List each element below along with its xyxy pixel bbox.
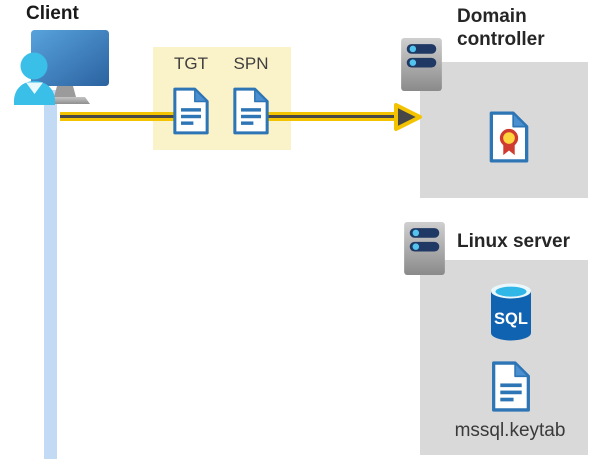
sql-icon-text: SQL: [494, 310, 528, 328]
user-collar: [26, 82, 43, 94]
tgt-document-icon: [172, 86, 210, 136]
auth-arrow-segment-right: [267, 112, 398, 121]
domain-controller-server-icon: [400, 37, 443, 92]
keytab-filename: mssql.keytab: [454, 420, 566, 441]
monitor-stand-neck: [54, 86, 76, 97]
keytab-file-icon: [490, 360, 532, 413]
client-connection-line: [44, 90, 57, 459]
spn-label: SPN: [233, 54, 269, 73]
linux-server-icon: [403, 221, 446, 276]
monitor-stand-base: [50, 97, 90, 104]
client-workstation-icon: [14, 30, 109, 105]
sql-database-icon: SQL: [491, 283, 531, 341]
linux-server-label: Linux server: [457, 231, 570, 252]
certificate-icon: [488, 110, 530, 164]
auth-arrow-segment-left: [60, 112, 181, 121]
spn-document-icon: [232, 86, 270, 136]
tgt-label: TGT: [174, 54, 208, 73]
auth-arrow-head-icon: [394, 103, 422, 131]
domain-controller-label: Domain controller: [457, 6, 545, 50]
monitor-icon: [31, 30, 109, 86]
client-label: Client: [26, 3, 79, 24]
user-head-icon: [20, 52, 48, 80]
